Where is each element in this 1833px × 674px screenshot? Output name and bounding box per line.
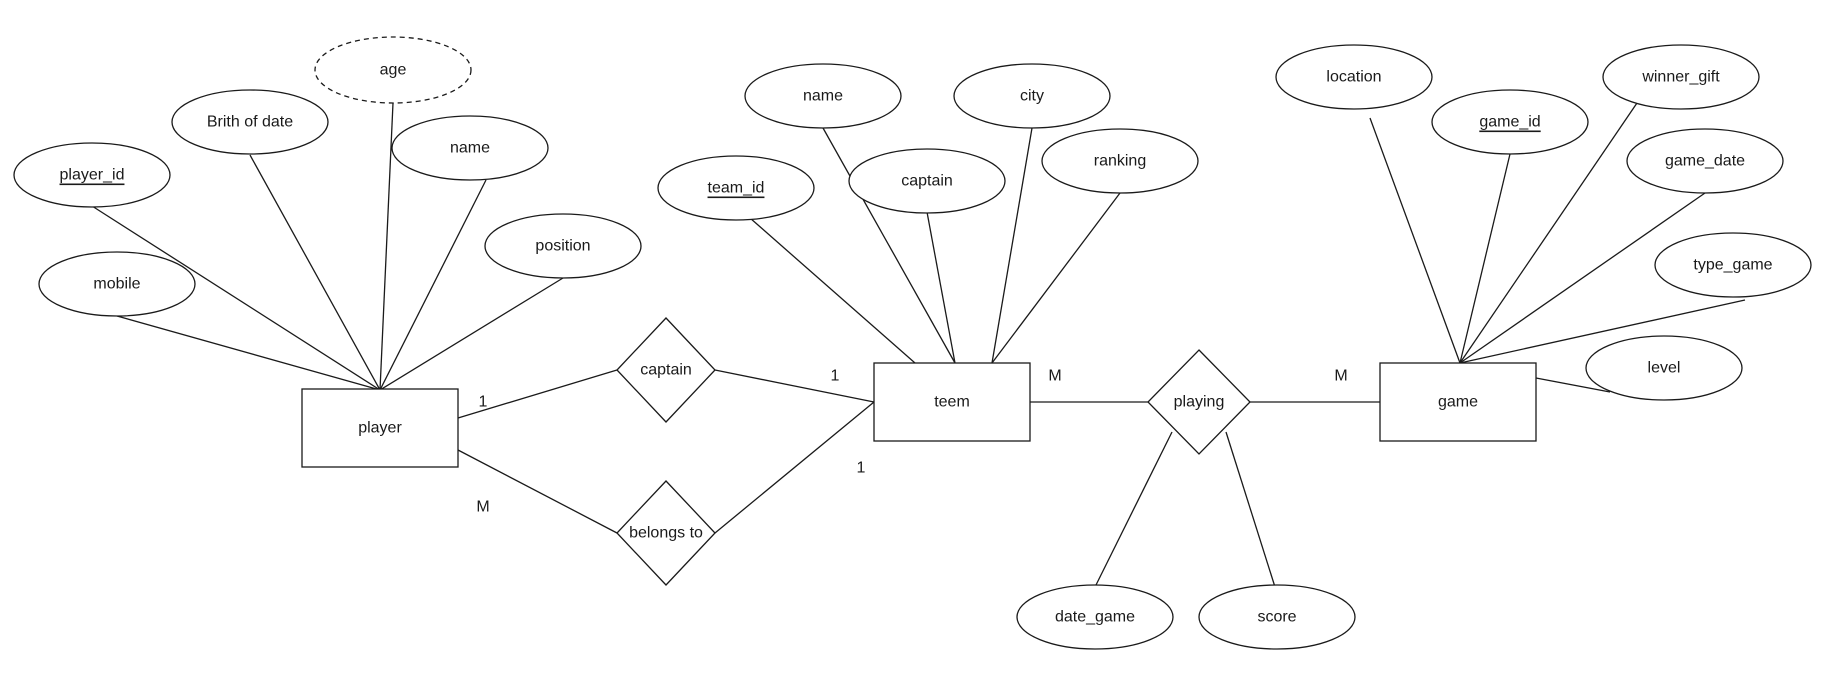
line-player-captain [457, 369, 618, 419]
line-game-location [1369, 117, 1461, 364]
line-player-mobile [116, 315, 381, 391]
attribute-level: level [1585, 335, 1743, 401]
relationship-captain: captain [616, 317, 716, 423]
relationship-belongs-to-label: belongs to [629, 525, 703, 542]
attribute-location: location [1275, 44, 1433, 110]
attribute-ranking-label: ranking [1094, 153, 1146, 170]
attribute-type-game-label: type_game [1693, 257, 1772, 274]
attribute-player-id: player_id [13, 142, 171, 208]
line-team-captain [926, 211, 956, 364]
attribute-team-name: name [744, 63, 902, 129]
entity-game-label: game [1438, 394, 1478, 411]
connector-lines [91, 102, 1746, 588]
entity-player-label: player [358, 420, 402, 437]
line-player-id [91, 205, 381, 391]
attribute-team-id-label: team_id [708, 180, 765, 197]
attribute-city-label: city [1020, 88, 1044, 105]
attribute-game-id-label: game_id [1479, 114, 1540, 131]
attribute-winner-gift: winner_gift [1602, 44, 1760, 110]
line-team-name [822, 127, 956, 364]
attribute-type-game: type_game [1654, 232, 1812, 298]
attribute-ranking: ranking [1041, 128, 1199, 194]
cardinality-belongs-to-player: M [476, 499, 489, 516]
cardinality-labels: 1 1 M 1 M M [476, 368, 1347, 516]
attribute-team-captain-label: captain [901, 173, 953, 190]
entity-game: game [1379, 362, 1537, 442]
attribute-city: city [953, 63, 1111, 129]
line-player-belongs-to [457, 449, 618, 534]
line-captain-team [714, 369, 875, 403]
attribute-team-id: team_id [657, 155, 815, 221]
attribute-player-id-label: player_id [60, 167, 125, 184]
relationship-playing-label: playing [1174, 394, 1225, 411]
entity-team-label: teem [934, 394, 970, 411]
attribute-winner-gift-label: winner_gift [1641, 69, 1720, 86]
cardinality-belongs-to-team: 1 [857, 460, 866, 477]
line-player-birth-date [249, 154, 381, 391]
line-playing-score [1225, 431, 1276, 588]
line-game-id [1459, 153, 1511, 364]
cardinality-playing-team: M [1048, 368, 1061, 385]
attribute-position-label: position [535, 238, 590, 255]
entity-player: player [301, 388, 459, 468]
attribute-date-game-label: date_game [1055, 609, 1135, 626]
attribute-score-label: score [1257, 609, 1296, 626]
line-player-position [379, 277, 564, 391]
attribute-score: score [1198, 584, 1356, 650]
line-team-city [991, 127, 1033, 364]
cardinality-captain-player: 1 [479, 394, 488, 411]
line-game-date [1459, 192, 1706, 364]
attribute-location-label: location [1326, 69, 1381, 86]
line-game-level [1535, 377, 1611, 393]
attribute-player-name: name [391, 115, 549, 181]
line-belongs-to-team [714, 401, 875, 534]
attribute-game-date: game_date [1626, 128, 1784, 194]
relationship-playing: playing [1147, 349, 1251, 455]
entity-team: teem [873, 362, 1031, 442]
attribute-age-derived: age [314, 36, 472, 104]
attribute-game-id: game_id [1431, 89, 1589, 155]
attribute-game-date-label: game_date [1665, 153, 1745, 170]
line-game-type [1459, 299, 1746, 364]
line-player-name [379, 179, 487, 391]
line-team-ranking [991, 192, 1121, 364]
line-team-id [749, 217, 916, 364]
attribute-mobile: mobile [38, 251, 196, 317]
attribute-player-name-label: name [450, 140, 490, 157]
relationship-captain-label: captain [640, 362, 692, 379]
line-game-winner-gift [1459, 102, 1638, 364]
attribute-position: position [484, 213, 642, 279]
attribute-birth-date-label: Brith of date [207, 114, 293, 131]
cardinality-playing-game: M [1334, 368, 1347, 385]
line-playing-date-game [1094, 431, 1173, 588]
attribute-date-game: date_game [1016, 584, 1174, 650]
attribute-mobile-label: mobile [93, 276, 140, 293]
attribute-team-name-label: name [803, 88, 843, 105]
cardinality-captain-team: 1 [831, 368, 840, 385]
attribute-age-label: age [380, 62, 407, 79]
relationship-belongs-to: belongs to [616, 480, 716, 586]
attribute-birth-date: Brith of date [171, 89, 329, 155]
attribute-team-captain: captain [848, 148, 1006, 214]
attribute-level-label: level [1648, 360, 1681, 377]
line-player-age [379, 102, 394, 391]
